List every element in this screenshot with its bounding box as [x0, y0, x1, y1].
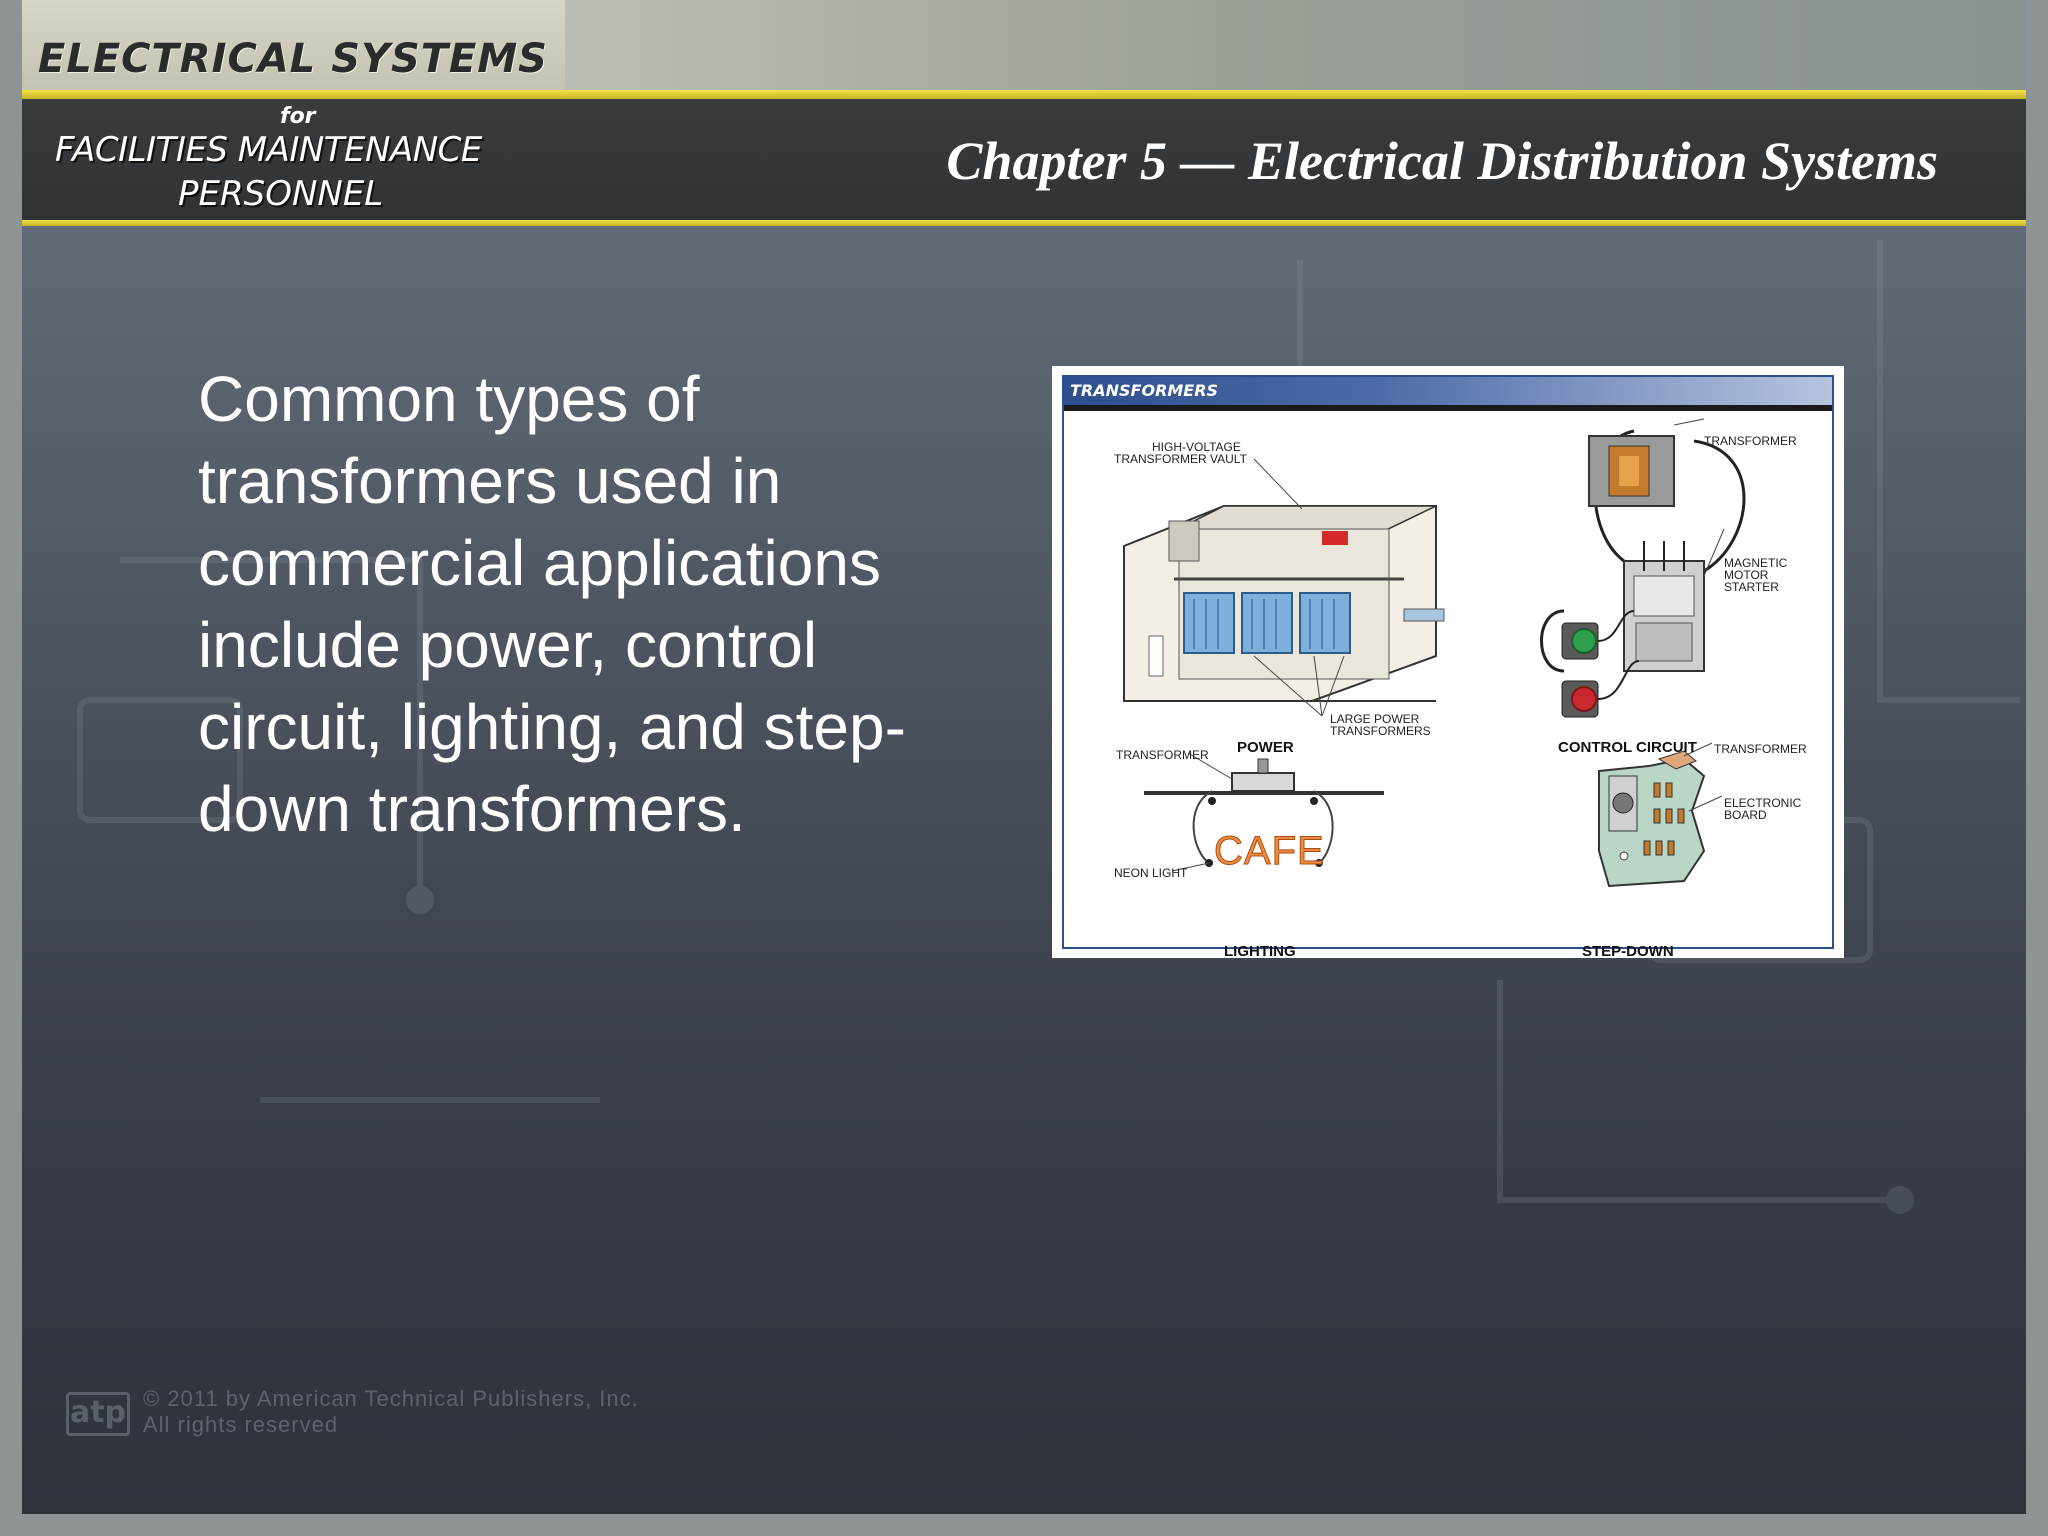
- slide-body-text: Common types of transformers used in com…: [198, 358, 998, 850]
- label-high-voltage: HIGH-VOLTAGE: [1152, 440, 1241, 454]
- label-neon-light: NEON LIGHT: [1114, 866, 1188, 880]
- label-magnetic: MAGNETIC: [1724, 556, 1788, 570]
- chapter-title: Chapter 5 — Electrical Distribution Syst…: [946, 131, 1938, 191]
- body-line: Common types of: [198, 363, 700, 435]
- power-vault-illustration: [1123, 458, 1445, 717]
- header-accent-line-top: [0, 90, 2048, 99]
- label-lighting-transformer: TRANSFORMER: [1116, 748, 1209, 762]
- brand-subtitle-line1: FACILITIES MAINTENANCE: [55, 130, 482, 170]
- brand-title: ELECTRICAL SYSTEMS: [38, 36, 548, 82]
- caption-power: POWER: [1237, 739, 1294, 756]
- control-circuit-illustration: [1540, 418, 1746, 718]
- label-starter: STARTER: [1724, 580, 1779, 594]
- caption-lighting: LIGHTING: [1224, 943, 1296, 960]
- label-motor: MOTOR: [1724, 568, 1769, 582]
- lighting-illustration: [1144, 752, 1384, 872]
- copyright-line: © 2011 by American Technical Publishers,…: [143, 1386, 639, 1411]
- step-down-illustration: [1598, 742, 1723, 888]
- cafe-neon-sign: CAFE: [1214, 829, 1325, 874]
- body-line: circuit, lighting, and step-: [198, 691, 906, 763]
- label-board: BOARD: [1724, 808, 1767, 822]
- body-line: transformers used in: [198, 445, 782, 517]
- caption-control-circuit: CONTROL CIRCUIT: [1558, 739, 1697, 756]
- header-accent-line-bottom: [0, 220, 2048, 226]
- body-line: commercial applications: [198, 527, 881, 599]
- caption-step-down: STEP-DOWN: [1582, 943, 1674, 960]
- transformers-figure: TRANSFORMERS: [1052, 366, 1844, 960]
- body-line: include power, control: [198, 609, 818, 681]
- label-control-transformer: TRANSFORMER: [1704, 434, 1797, 448]
- body-line: down transformers.: [198, 773, 746, 845]
- copyright-notice: © 2011 by American Technical Publishers,…: [143, 1386, 639, 1438]
- label-transformer-vault: TRANSFORMER VAULT: [1114, 452, 1247, 466]
- figure-title: TRANSFORMERS: [1070, 381, 1219, 400]
- transformer-illustrations: [1123, 418, 1746, 888]
- header-dark-band: [0, 92, 2048, 224]
- atp-logo: atp: [66, 1392, 130, 1436]
- brand-subtitle-line2: PERSONNEL: [178, 174, 384, 214]
- figure-header: [1064, 377, 1832, 405]
- figure-header-rule: [1064, 405, 1832, 411]
- label-electronic: ELECTRONIC: [1724, 796, 1802, 810]
- brand-panel: [0, 0, 565, 92]
- label-transformers: TRANSFORMERS: [1330, 724, 1431, 738]
- label-stepdown-transformer: TRANSFORMER: [1714, 742, 1807, 756]
- brand-for: for: [280, 104, 316, 129]
- label-large-power: LARGE POWER: [1330, 712, 1420, 726]
- figure-border: TRANSFORMERS: [1062, 375, 1834, 960]
- rights-line: All rights reserved: [143, 1412, 339, 1437]
